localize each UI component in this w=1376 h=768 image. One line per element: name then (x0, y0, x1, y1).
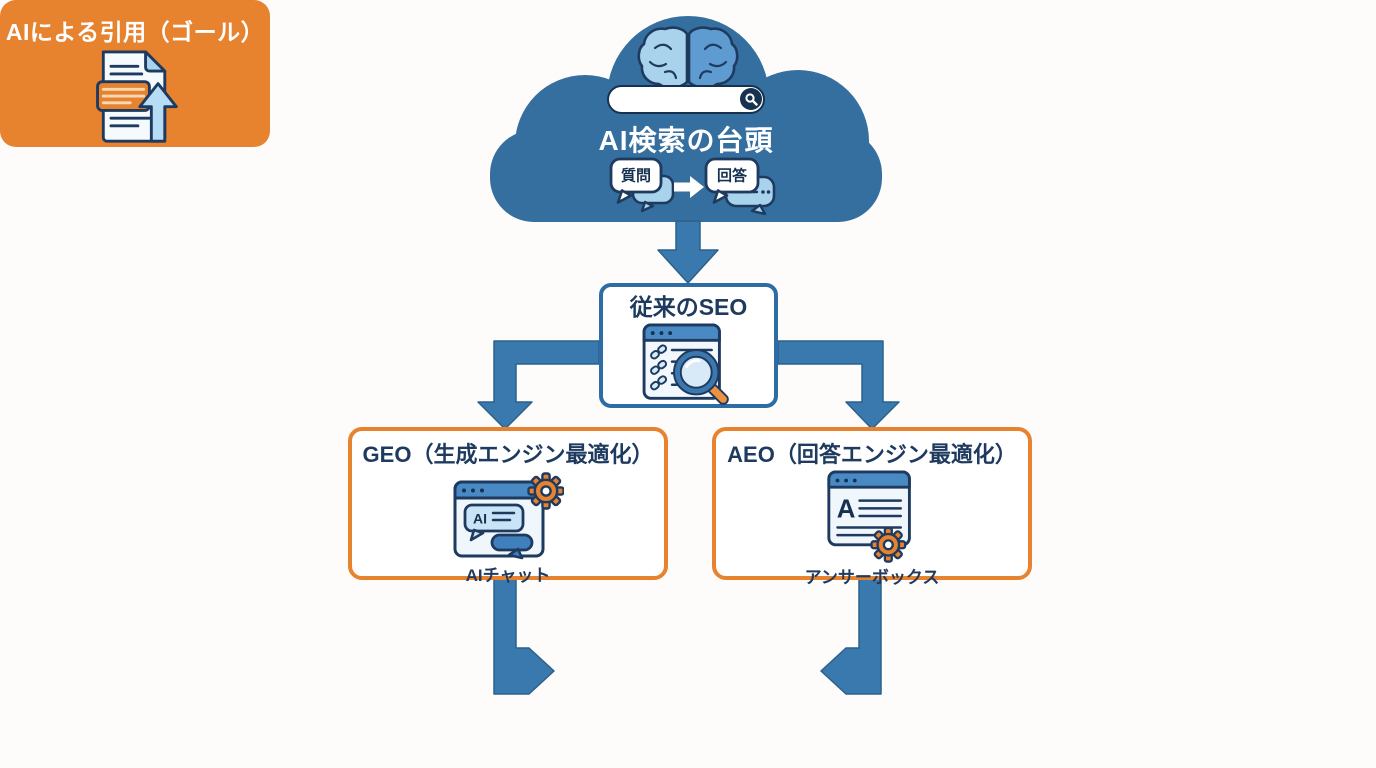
geo-icon-ai-text: AI (473, 511, 487, 527)
arrow-seo-to-aeo (777, 340, 900, 430)
arrow-seo-to-geo (477, 340, 600, 430)
webpage-search-icon (640, 322, 737, 407)
arrow-geo-to-goal (493, 577, 555, 695)
aeo-box: AEO（回答エンジン最適化） A (712, 427, 1032, 587)
arrow-cloud-to-seo (657, 220, 719, 284)
question-bubble: 質問 (609, 157, 675, 213)
aeo-label: アンサーボックス (804, 568, 940, 588)
gear-icon (527, 472, 564, 510)
document-upload-icon (91, 49, 179, 147)
geo-box: GEO（生成エンジン最適化） AI (348, 427, 668, 585)
answer-bubble: 回答 (704, 157, 776, 216)
geo-title: GEO（生成エンジン最適化） (362, 442, 654, 467)
ai-chat-gear-icon: AI (452, 469, 564, 561)
goal-title: AIによる引用（ゴール） (5, 19, 265, 45)
brain-icon (637, 26, 739, 89)
bubble-arrow-icon (674, 176, 704, 198)
geo-label: AIチャット (465, 566, 551, 586)
question-bubble-text: 質問 (621, 167, 651, 185)
seo-box: 従来のSEO (599, 283, 778, 408)
seo-title: 従来のSEO (629, 294, 748, 320)
search-icon (740, 88, 762, 110)
aeo-icon-a-text: A (837, 496, 856, 524)
gear-icon (870, 527, 907, 564)
arrow-aeo-to-goal (820, 577, 882, 695)
answer-bubble-text: 回答 (717, 167, 748, 185)
aeo-title: AEO（回答エンジン最適化） (727, 442, 1017, 467)
search-bar (607, 85, 765, 114)
goal-box: AIによる引用（ゴール） (0, 0, 270, 147)
answer-page-gear-icon: A (822, 469, 922, 564)
cloud-title: AI検索の台頭 (598, 125, 774, 156)
